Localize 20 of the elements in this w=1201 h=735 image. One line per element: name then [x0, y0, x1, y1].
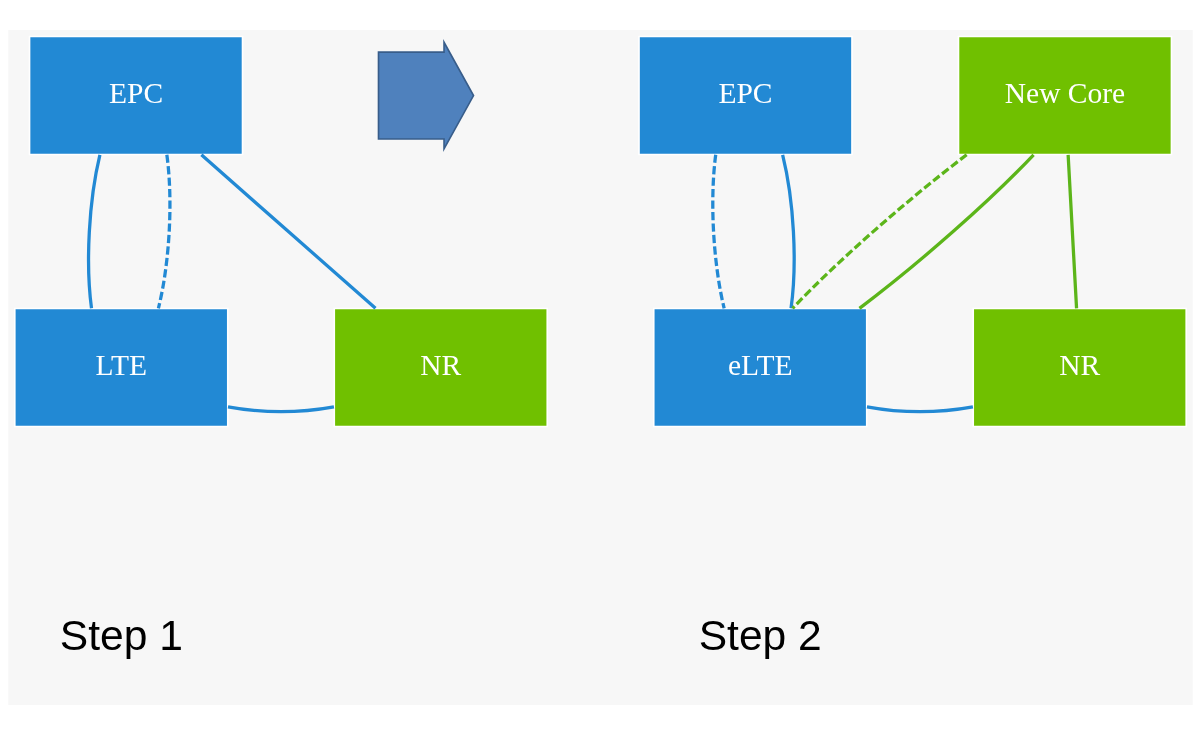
label: Step 1 [59, 610, 183, 659]
node-box: New Core [957, 35, 1173, 156]
connector [781, 154, 796, 309]
connector [200, 153, 377, 310]
connector [711, 154, 726, 309]
node-box: NR [972, 307, 1188, 428]
connector [791, 153, 968, 310]
node-box: EPC [28, 35, 244, 156]
node-arrow [377, 39, 475, 152]
node-box: EPC [638, 35, 853, 156]
label: Step 2 [698, 610, 822, 659]
connector [1066, 154, 1079, 309]
connector [858, 153, 1035, 310]
node-box: LTE [13, 307, 229, 428]
connector [86, 154, 102, 309]
connector [156, 154, 172, 309]
node-box: eLTE [652, 307, 868, 428]
connector [866, 405, 974, 414]
node-box: NR [333, 307, 549, 428]
connector [227, 405, 335, 414]
